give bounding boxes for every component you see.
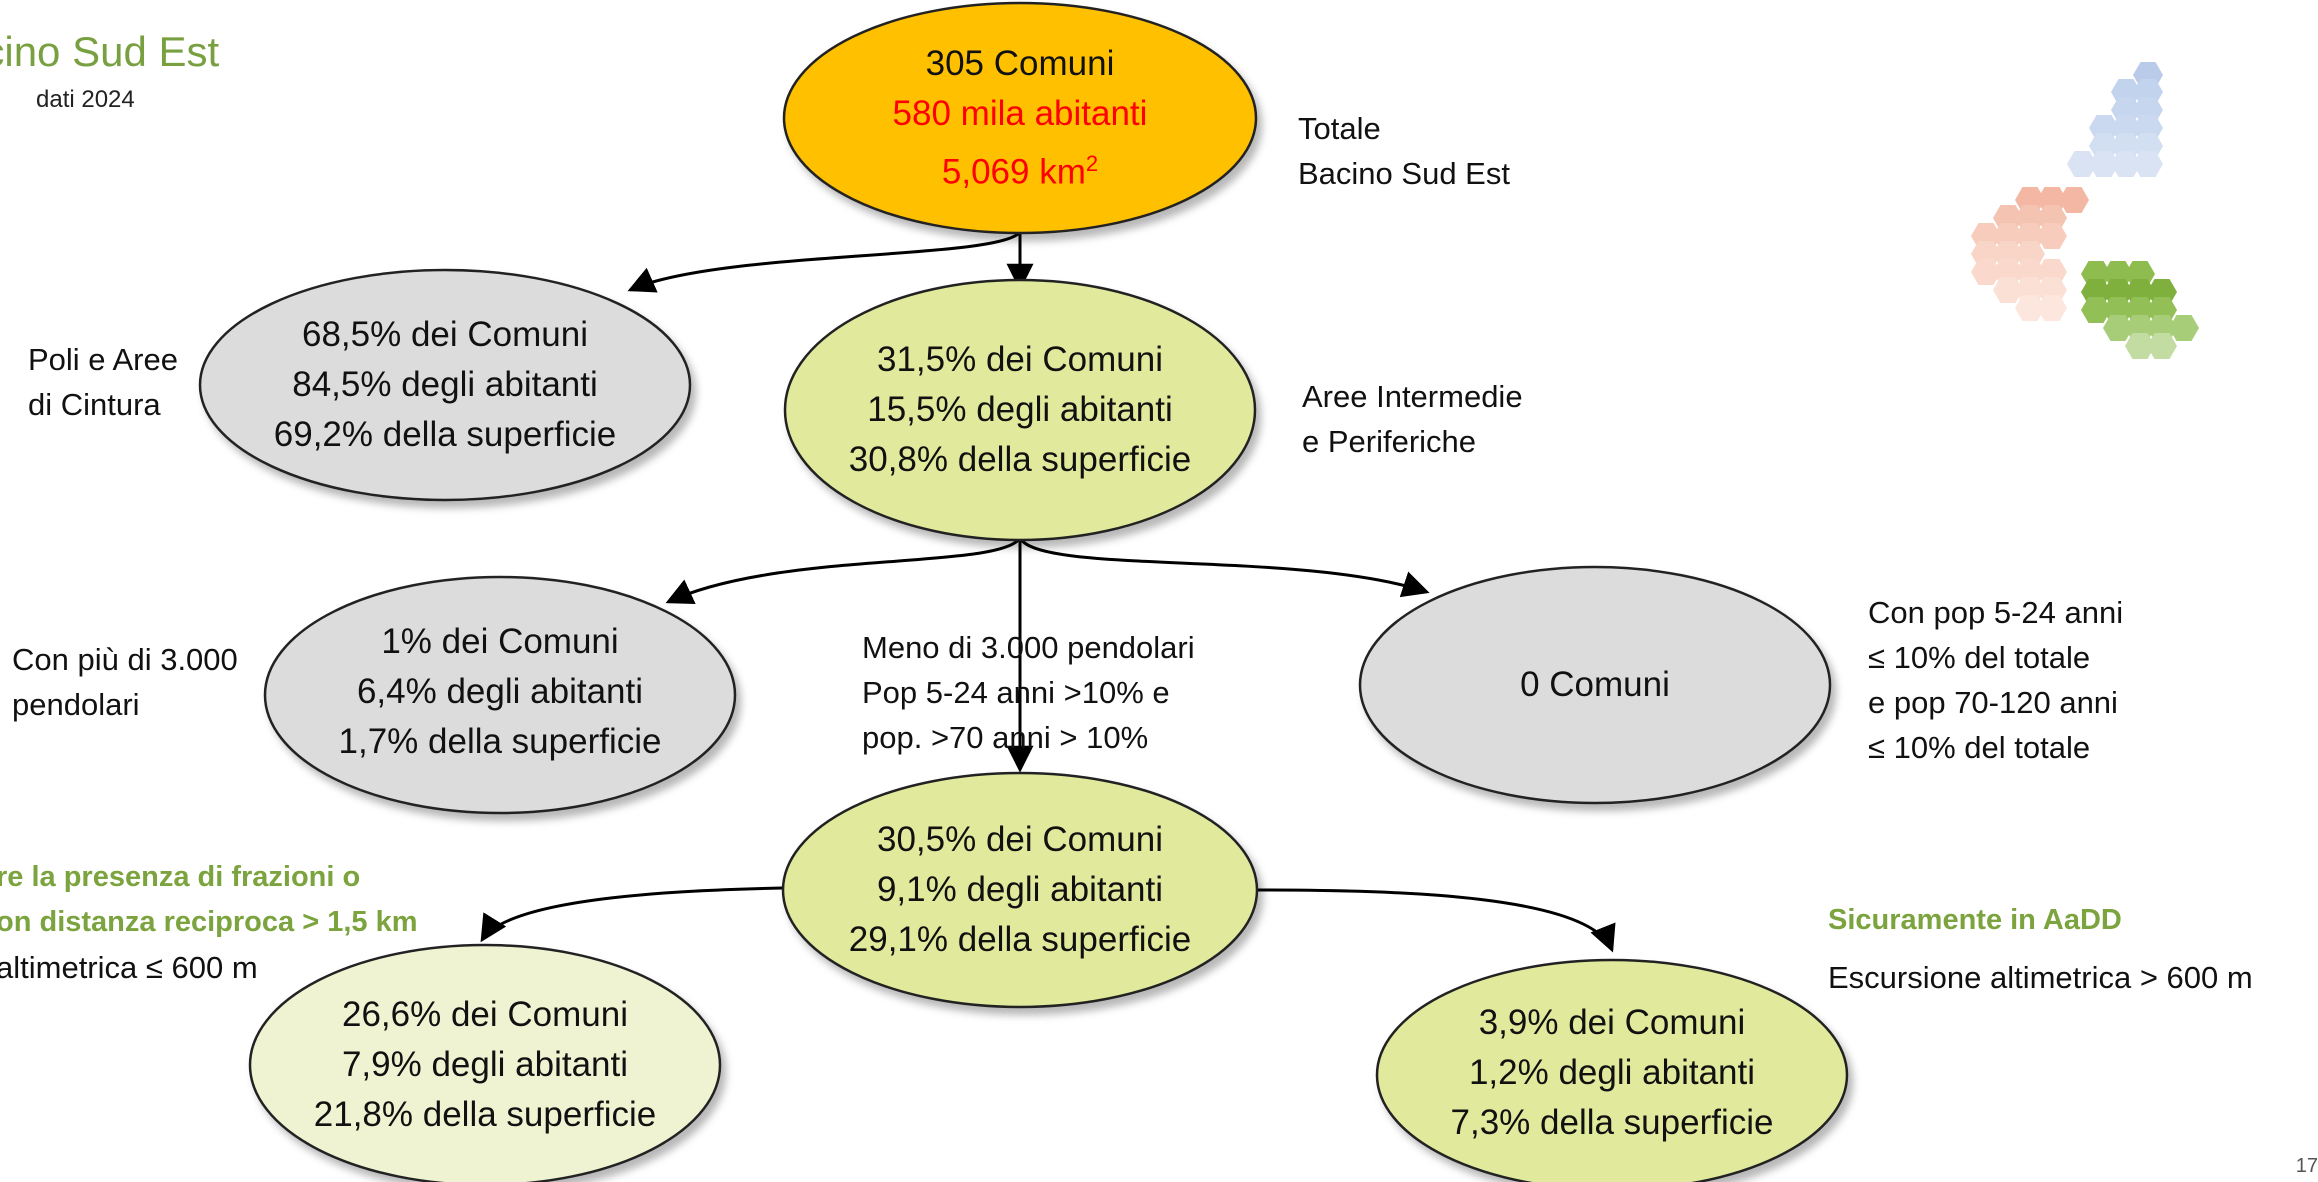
node-bottomright: 3,9% dei Comuni 1,2% degli abitanti 7,3%… bbox=[1377, 998, 1847, 1148]
piu3000-line1: Con più di 3.000 bbox=[12, 642, 238, 677]
node-poli: 68,5% dei Comuni 84,5% degli abitanti 69… bbox=[200, 300, 690, 470]
logo-hexagon bbox=[1993, 277, 2023, 303]
node-root: 305 Comuni 580 mila abitanti 5,069 km2 bbox=[784, 20, 1256, 216]
root-comuni: 305 Comuni bbox=[925, 43, 1115, 83]
connector-intermedie-piu3000 bbox=[665, 537, 1022, 605]
ellipse-bottomleft bbox=[248, 943, 722, 1182]
logo-hexagon bbox=[2133, 151, 2163, 177]
bottomright-comuni: 3,9% dei Comuni bbox=[1478, 1003, 1746, 1042]
zero-comuni: 0 Comuni bbox=[1520, 665, 1670, 704]
poli-line2: di Cintura bbox=[28, 387, 161, 422]
logo-hexagon bbox=[2125, 333, 2155, 359]
node-piu3000: 1% dei Comuni 6,4% degli abitanti 1,7% d… bbox=[265, 617, 735, 767]
logo-hexagon bbox=[2089, 151, 2119, 177]
logo-hexagon bbox=[1971, 259, 2001, 285]
root-superficie-exp: 2 bbox=[1085, 150, 1099, 176]
ellipses bbox=[198, 1, 1849, 1182]
logo-hexagon bbox=[2015, 295, 2045, 321]
logo-hexagon bbox=[2169, 315, 2199, 341]
root-superficie-value: 5,069 km bbox=[941, 152, 1086, 192]
label-frazioni: re la presenza di frazioni o on distanza… bbox=[0, 855, 417, 990]
label-piu3000: Con più di 3.000 pendolari bbox=[12, 637, 238, 727]
node-intermedie: 31,5% dei Comuni 15,5% degli abitanti 30… bbox=[785, 335, 1255, 485]
ellipse-intermedie bbox=[783, 278, 1257, 542]
aadd-line2: Escursione altimetrica > 600 m bbox=[1828, 960, 2253, 995]
piu3000-superficie: 1,7% della superficie bbox=[338, 722, 662, 761]
intermedie-line2: e Periferiche bbox=[1302, 424, 1477, 459]
logo-hexagon bbox=[2081, 297, 2111, 323]
bottomleft-abitanti: 7,9% degli abitanti bbox=[341, 1045, 629, 1084]
center-superficie: 29,1% della superficie bbox=[848, 920, 1192, 959]
frazioni-line1: re la presenza di frazioni o bbox=[0, 861, 361, 893]
pop-line4: ≤ 10% del totale bbox=[1868, 730, 2091, 765]
ellipse-poli bbox=[198, 268, 692, 502]
piu3000-comuni: 1% dei Comuni bbox=[381, 622, 619, 661]
label-intermedie: Aree Intermedie e Periferiche bbox=[1302, 374, 1523, 464]
bottomright-superficie: 7,3% della superficie bbox=[1450, 1103, 1774, 1142]
poli-comuni: 68,5% dei Comuni bbox=[302, 315, 588, 354]
page-subtitle: dati 2024 bbox=[36, 86, 135, 113]
label-poli: Poli e Aree di Cintura bbox=[28, 337, 178, 427]
ellipse-zero bbox=[1358, 565, 1832, 805]
piu3000-line2: pendolari bbox=[12, 687, 140, 722]
label-meno3000: Meno di 3.000 pendolari Pop 5-24 anni >1… bbox=[862, 625, 1195, 760]
node-center: 30,5% dei Comuni 9,1% degli abitanti 29,… bbox=[783, 815, 1257, 965]
intermedie-comuni: 31,5% dei Comuni bbox=[877, 340, 1163, 379]
ellipse-center bbox=[781, 771, 1259, 1009]
logo-hexagon bbox=[2059, 187, 2089, 213]
center-abitanti: 9,1% degli abitanti bbox=[876, 870, 1164, 909]
label-pop: Con pop 5-24 anni ≤ 10% del totale e pop… bbox=[1868, 590, 2123, 770]
logo-hexagon bbox=[2037, 223, 2067, 249]
frazioni-line2: on distanza reciproca > 1,5 km bbox=[0, 906, 418, 938]
label-totale: Totale Bacino Sud Est bbox=[1298, 106, 1510, 196]
poli-line1: Poli e Aree bbox=[28, 342, 178, 377]
totale-line2: Bacino Sud Est bbox=[1298, 156, 1510, 191]
poli-superficie: 69,2% della superficie bbox=[273, 415, 617, 454]
pop-line1: Con pop 5-24 anni bbox=[1868, 595, 2124, 630]
root-superficie: 5,069 km2 bbox=[942, 139, 1098, 198]
connector-root-poli bbox=[627, 230, 1022, 293]
logo-hexagon bbox=[2067, 151, 2097, 177]
meno3000-line1: Meno di 3.000 pendolari bbox=[862, 630, 1195, 665]
frazioni-line3: altimetrica ≤ 600 m bbox=[0, 950, 258, 985]
pop-line2: ≤ 10% del totale bbox=[1868, 640, 2091, 675]
page-number: 17 bbox=[2295, 1155, 2318, 1177]
intermedie-abitanti: 15,5% degli abitanti bbox=[867, 390, 1173, 429]
bottomleft-superficie: 21,8% della superficie bbox=[313, 1095, 657, 1134]
meno3000-line2: Pop 5-24 anni >10% e bbox=[862, 675, 1170, 710]
connectors bbox=[480, 230, 1616, 953]
intermedie-superficie: 30,8% della superficie bbox=[848, 440, 1192, 479]
logo-hexagon bbox=[2103, 315, 2133, 341]
bottomleft-comuni: 26,6% dei Comuni bbox=[342, 995, 628, 1034]
hexagon-logo-icon bbox=[1971, 62, 2199, 359]
connector-intermedie-zero bbox=[1018, 537, 1430, 598]
connector-center-bottomright bbox=[1256, 888, 1616, 953]
meno3000-line3: pop. >70 anni > 10% bbox=[862, 720, 1149, 755]
logo-hexagon bbox=[2111, 151, 2141, 177]
ellipse-root bbox=[782, 1, 1258, 235]
aadd-line1: Sicuramente in AaDD bbox=[1828, 904, 2122, 936]
center-comuni: 30,5% dei Comuni bbox=[877, 820, 1163, 859]
intermedie-line1: Aree Intermedie bbox=[1302, 379, 1523, 414]
pop-line3: e pop 70-120 anni bbox=[1868, 685, 2118, 720]
logo-hexagon bbox=[2147, 333, 2177, 359]
ellipse-bottomright bbox=[1375, 958, 1849, 1182]
piu3000-abitanti: 6,4% degli abitanti bbox=[356, 672, 644, 711]
node-zero: 0 Comuni bbox=[1360, 655, 1830, 715]
root-abitanti: 580 mila abitanti bbox=[892, 93, 1148, 133]
poli-abitanti: 84,5% degli abitanti bbox=[292, 365, 598, 404]
totale-line1: Totale bbox=[1298, 111, 1381, 146]
node-bottomleft: 26,6% dei Comuni 7,9% degli abitanti 21,… bbox=[250, 990, 720, 1140]
page-title: acino Sud Est bbox=[0, 28, 220, 75]
bottomright-abitanti: 1,2% degli abitanti bbox=[1468, 1053, 1756, 1092]
label-aadd: Sicuramente in AaDD Escursione altimetri… bbox=[1828, 898, 2253, 1000]
logo-hexagon bbox=[2037, 295, 2067, 321]
ellipse-piu3000 bbox=[263, 575, 737, 815]
connector-center-bottomleft bbox=[480, 886, 783, 943]
